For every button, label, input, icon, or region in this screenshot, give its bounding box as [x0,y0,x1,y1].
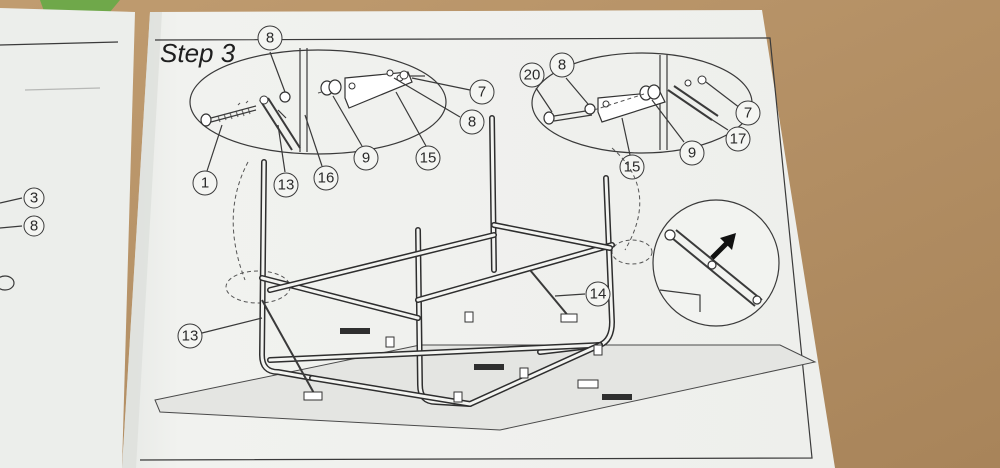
washer-small [386,69,394,77]
callout-label-text: 8 [468,114,476,131]
callout-label-text: 7 [744,105,752,122]
arrow-13 [277,109,287,119]
label-8-right: 8 [393,77,485,135]
hardware-detail-left [189,48,447,155]
left-page-faint-line [24,87,101,91]
detail-connector-left [232,161,249,281]
callout-label-text: 9 [362,150,370,167]
hinge-center [707,260,717,270]
callout-label-text: 17 [730,131,747,148]
hinge-bracket [659,289,701,312]
left-page-label-8: 8 [0,215,45,237]
hinge-detail [652,199,780,327]
detail-connector-right [611,147,641,251]
cap-nut [399,70,409,80]
label-8-top: 8 [257,25,286,93]
label-13-top: 13 [273,124,299,198]
callout-label-text: 13 [278,177,295,194]
hinge-pivot [664,229,676,241]
callout-label-text: 15 [624,159,641,176]
callout-label-text: 16 [318,170,335,187]
label-8-right-detail: 8 [549,52,589,105]
tube-part-13 [259,95,301,151]
left-page-label-3: 3 [0,187,45,209]
left-label-text: 8 [30,218,38,235]
label-14: 14 [554,281,611,307]
left-page [0,8,135,468]
callout-label-text: 7 [478,84,486,101]
callout-label-text: 15 [420,150,437,167]
callout-label-text: 8 [266,30,274,47]
step-title: Step 3 [160,38,236,68]
hinge-link-lower [671,237,756,307]
washer-small [684,79,692,87]
direction-arrow-icon [720,233,736,250]
label-15-left: 15 [395,91,441,171]
bar-part-16 [299,48,308,152]
left-label-text: 3 [30,190,38,207]
callout-label-text: 8 [558,57,566,74]
plate-part-15 [344,71,413,109]
washer-part [279,91,291,103]
tube-part-17-edge [673,85,719,117]
label-9-right: 9 [651,99,705,166]
callout-label-text: 20 [524,67,541,84]
left-page-partial-circle [0,275,15,291]
assembly-axis [593,93,645,111]
label-20: 20 [519,62,553,113]
assembly-axis [237,91,323,106]
washer-part [584,103,596,115]
callout-label-text: 9 [688,145,696,162]
left-page-rule [0,41,119,46]
frame-label-text: 13 [182,328,199,345]
label-7-left: 7 [411,77,495,105]
label-1: 1 [192,124,223,196]
label-7-right: 7 [705,81,761,126]
page-gutter-shadow [122,12,162,468]
label-9-left: 9 [332,95,379,171]
hinge-link-upper [675,229,763,301]
hinge-end [752,295,762,305]
callout-label-text: 1 [201,175,209,192]
step-border [139,37,813,461]
label-17: 17 [699,111,751,152]
bed-frame [259,115,632,407]
label-15-right: 15 [619,117,645,180]
label-16: 16 [304,114,339,191]
frame-label-text: 14 [590,286,607,303]
cap-nut [697,75,707,85]
label-13-frame: 13 [177,317,263,349]
spacer-part-9 [639,84,661,101]
bolt-part [200,105,257,127]
spacer-part-9 [320,79,342,96]
